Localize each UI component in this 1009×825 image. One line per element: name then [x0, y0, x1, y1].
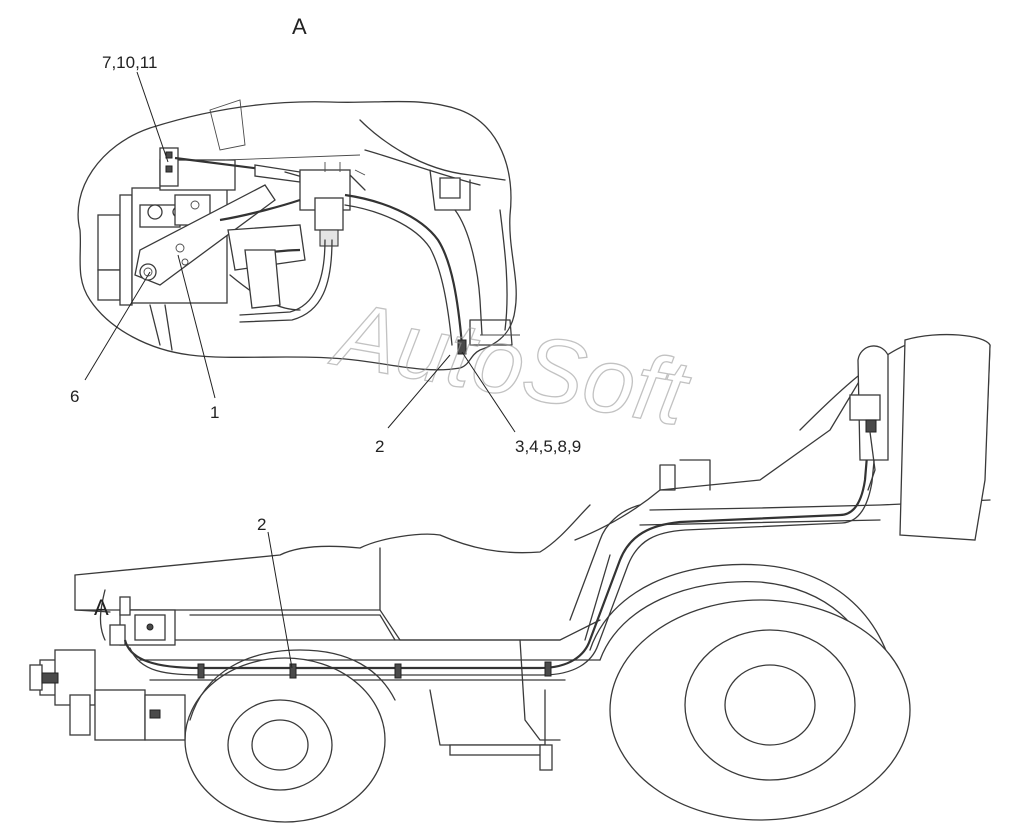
view-marker-a: A: [94, 595, 109, 620]
callout-6: 6: [70, 387, 79, 406]
view-title-a: A: [292, 14, 307, 39]
callout-2-detail: 2: [375, 437, 384, 456]
callout-7-10-11: 7,10,11: [102, 53, 157, 72]
rear-fender: [589, 563, 896, 681]
callout-2-main: 2: [257, 515, 266, 534]
leader-lines: [84, 71, 516, 669]
hood-outline: [74, 504, 591, 576]
watermark-autosoft: AutoSoft: [324, 282, 698, 445]
detail-break-outline: [77, 100, 517, 371]
hose-2-detail: [344, 193, 464, 346]
control-lever: [134, 184, 276, 286]
detail-view-a: [77, 99, 520, 371]
tractor-side-view: [29, 333, 991, 823]
rear-wheel: [609, 599, 911, 821]
hose-2-main: [123, 359, 874, 670]
callout-1: 1: [210, 403, 219, 422]
callout-3-4-5-8-9: 3,4,5,8,9: [515, 437, 581, 456]
front-wheel: [184, 657, 386, 823]
